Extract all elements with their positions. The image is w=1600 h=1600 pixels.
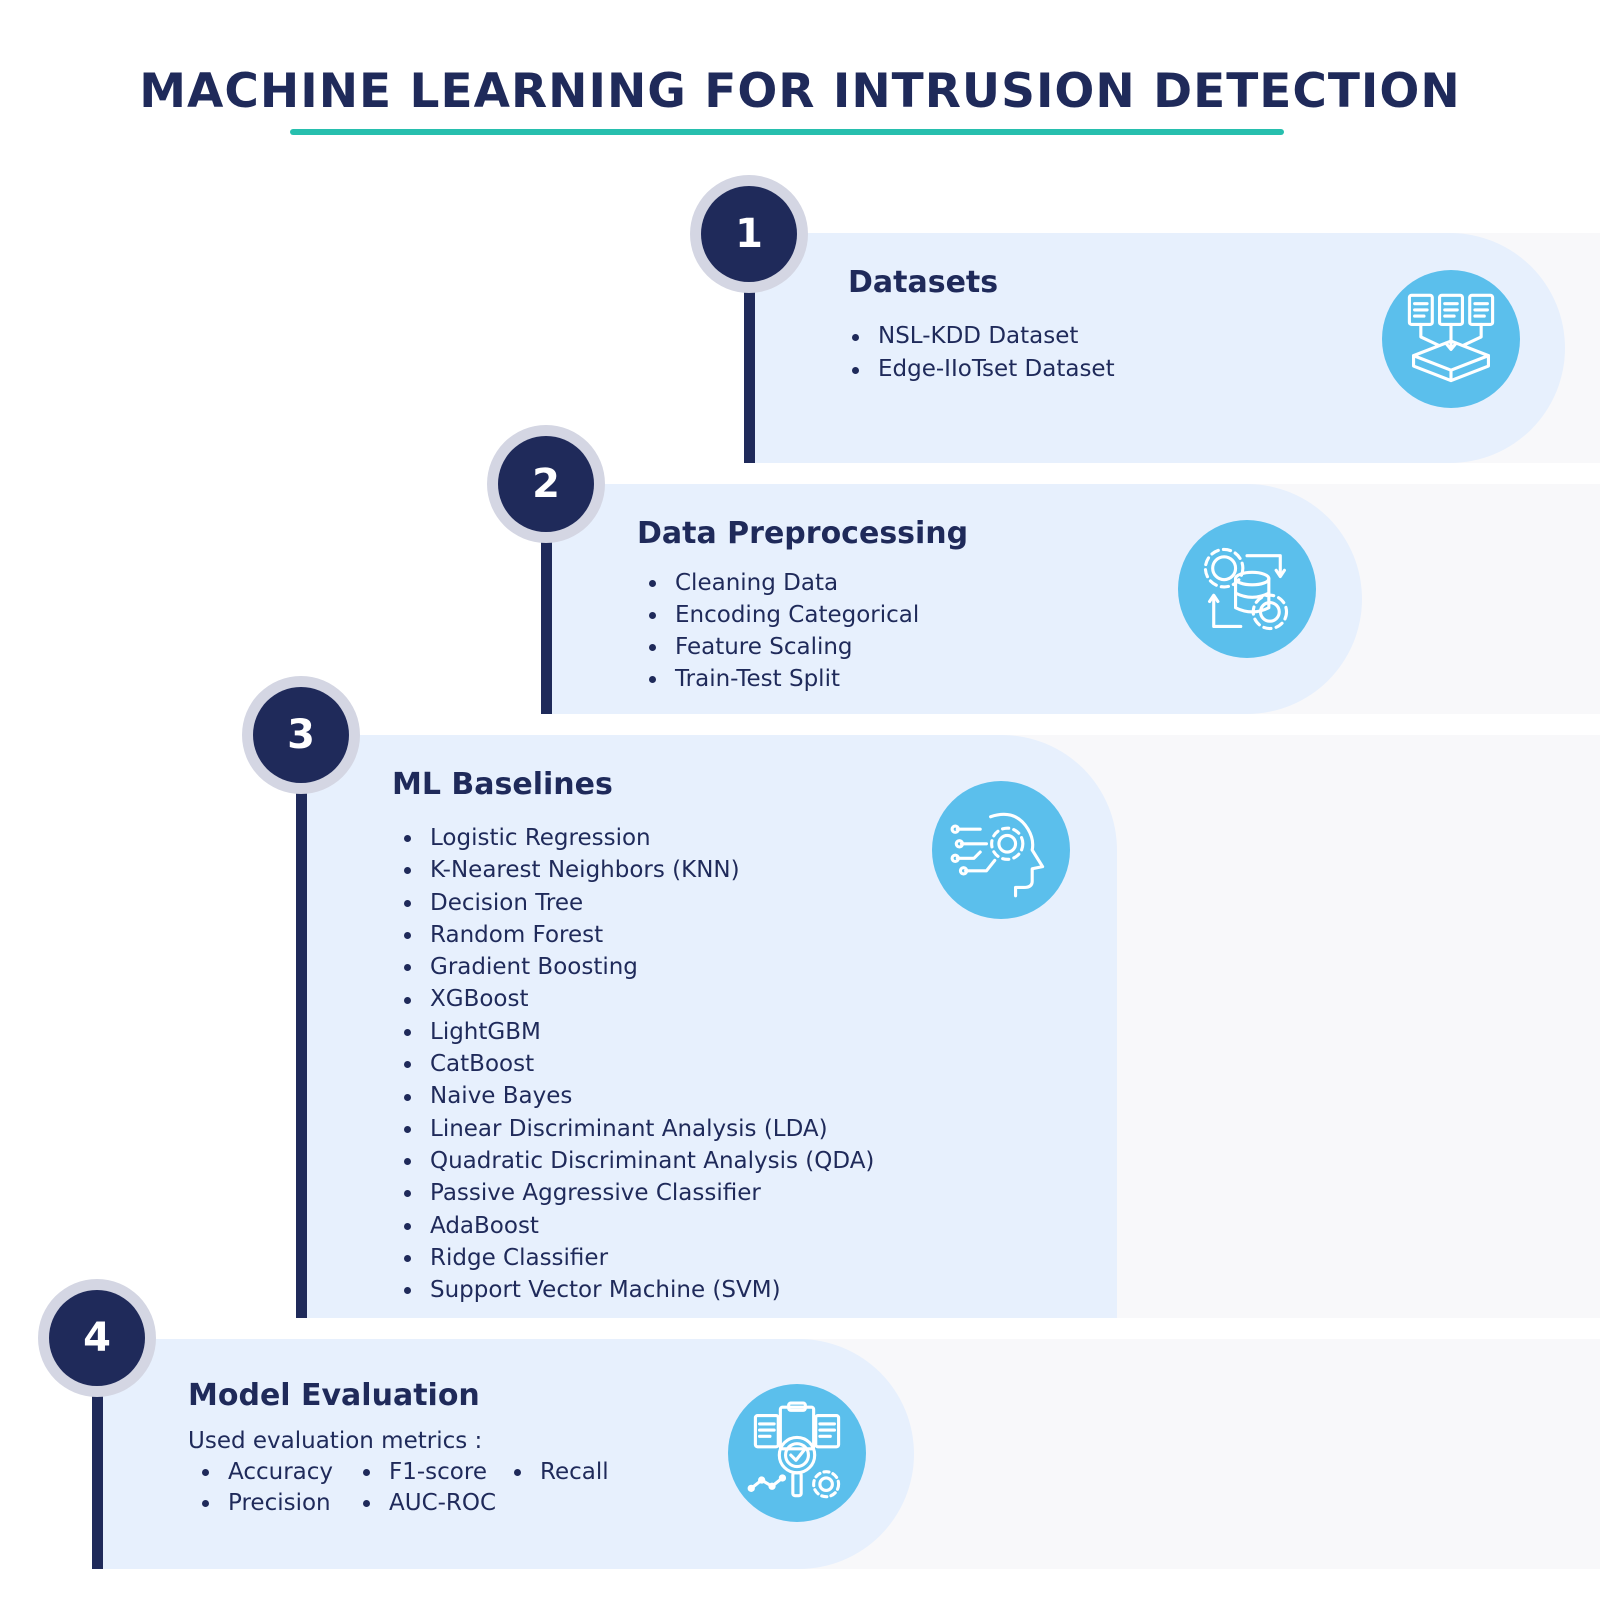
list-item: Ridge Classifier [400,1242,874,1274]
step-2-badge: 2 [487,425,605,543]
list-item: Passive Aggressive Classifier [400,1177,874,1209]
evaluation-magnifier-icon [728,1384,866,1522]
metric-item: Recall [510,1459,609,1485]
list-item: Feature Scaling [645,631,919,663]
step-4-badge: 4 [38,1279,156,1397]
list-item: Train-Test Split [645,663,919,695]
list-item: CatBoost [400,1048,874,1080]
metric-item: Accuracy [198,1459,333,1485]
step-2-number: 2 [498,436,594,532]
page-title: MACHINE LEARNING FOR INTRUSION DETECTION [139,64,1461,119]
step-2-heading: Data Preprocessing [637,516,969,551]
database-documents-icon [1382,270,1520,408]
step-3-panel-lower [300,960,1000,1318]
step-2-list: Cleaning Data Encoding Categorical Featu… [645,567,919,695]
list-item: Quadratic Discriminant Analysis (QDA) [400,1145,874,1177]
list-item: Linear Discriminant Analysis (LDA) [400,1113,874,1145]
step-2-stem [541,490,552,714]
step-3-list: Logistic Regression K-Nearest Neighbors … [400,822,874,1306]
metrics-intro: Used evaluation metrics : [188,1428,483,1454]
list-item: Random Forest [400,919,874,951]
list-item: Cleaning Data [645,567,919,599]
list-item: Support Vector Machine (SVM) [400,1274,874,1306]
step-4-heading: Model Evaluation [188,1378,480,1413]
gears-database-icon [1178,520,1316,658]
title-underline [290,129,1284,135]
metric-item: AUC-ROC [359,1490,496,1516]
list-item: Decision Tree [400,887,874,919]
step-1-badge: 1 [690,175,808,293]
list-item: LightGBM [400,1016,874,1048]
list-item: Naive Bayes [400,1080,874,1112]
list-item: NSL-KDD Dataset [848,320,1115,353]
step-1-number: 1 [701,186,797,282]
metric-item: F1-score [359,1459,487,1485]
metric-item: Precision [198,1490,331,1516]
list-item: XGBoost [400,983,874,1015]
step-3-stem [296,740,307,1318]
list-item: Encoding Categorical [645,599,919,631]
list-item: K-Nearest Neighbors (KNN) [400,854,874,886]
step-4-number: 4 [49,1290,145,1386]
step-3-heading: ML Baselines [392,767,613,802]
step-3-badge: 3 [242,676,360,794]
list-item: Edge-IIoTset Dataset [848,353,1115,386]
step-3-number: 3 [253,687,349,783]
list-item: AdaBoost [400,1210,874,1242]
step-1-heading: Datasets [848,265,999,300]
step-4-stem [92,1345,103,1569]
step-1-list: NSL-KDD Dataset Edge-IIoTset Dataset [848,320,1115,386]
list-item: Logistic Regression [400,822,874,854]
list-item: Gradient Boosting [400,951,874,983]
ai-head-gear-icon [932,781,1070,919]
step-1-stem [744,240,755,463]
